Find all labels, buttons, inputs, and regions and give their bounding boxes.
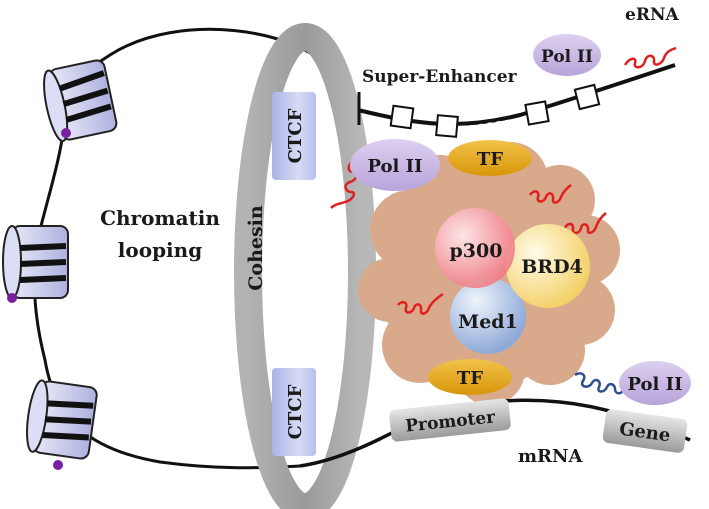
tf-bottom-label: TF	[457, 368, 483, 389]
mrna-label: mRNA	[518, 446, 583, 467]
promoter-box	[389, 398, 511, 442]
pol2-middle-label: Pol II	[367, 156, 422, 177]
erna-strand	[563, 212, 607, 235]
erna-strand	[397, 292, 444, 315]
cohesin-ring	[234, 23, 376, 509]
gene-box	[602, 409, 688, 453]
pol2-gene-label: Pol II	[627, 374, 682, 395]
p300-protein	[435, 208, 515, 288]
tf-top-label: TF	[477, 149, 503, 170]
ctcf-top-label: CTCF	[285, 108, 306, 163]
pol2-top	[533, 34, 601, 76]
mrna-strand	[574, 372, 625, 395]
med1-protein	[450, 278, 526, 354]
ctcf-top-box	[272, 92, 316, 180]
erna-label: eRNA	[625, 5, 679, 25]
med1-label: Med1	[458, 311, 518, 333]
ctcf-bottom-label: CTCF	[285, 384, 306, 439]
erna-strand	[623, 46, 677, 69]
p300-label: p300	[450, 240, 503, 262]
pol2-top-label: Pol II	[541, 47, 593, 67]
nucleosome-bottom	[26, 379, 98, 460]
brd4-label: BRD4	[521, 256, 583, 278]
super-enhancer-label: Super-Enhancer	[362, 67, 518, 87]
brd4-protein	[506, 224, 590, 308]
nucleosome-marker	[53, 460, 63, 470]
erna-strand	[528, 184, 572, 204]
nucleosome-middle	[2, 225, 69, 299]
enhancer-dotted-segment	[469, 119, 511, 131]
chromatin-looping-label-line2: looping	[118, 238, 202, 262]
tf-bottom	[428, 359, 512, 395]
pol2-gene	[619, 361, 691, 405]
nucleosome-marker	[61, 128, 71, 138]
ctcf-bottom-box	[272, 368, 316, 456]
nucleosome-marker	[7, 293, 17, 303]
cohesin-label: Cohesin	[245, 205, 267, 291]
nucleosome-top	[43, 59, 118, 143]
tf-top	[448, 140, 532, 176]
pol2-middle	[350, 139, 440, 191]
enhancer-elements	[389, 83, 601, 138]
chromatin-looping-label-line1: Chromatin	[100, 206, 220, 230]
